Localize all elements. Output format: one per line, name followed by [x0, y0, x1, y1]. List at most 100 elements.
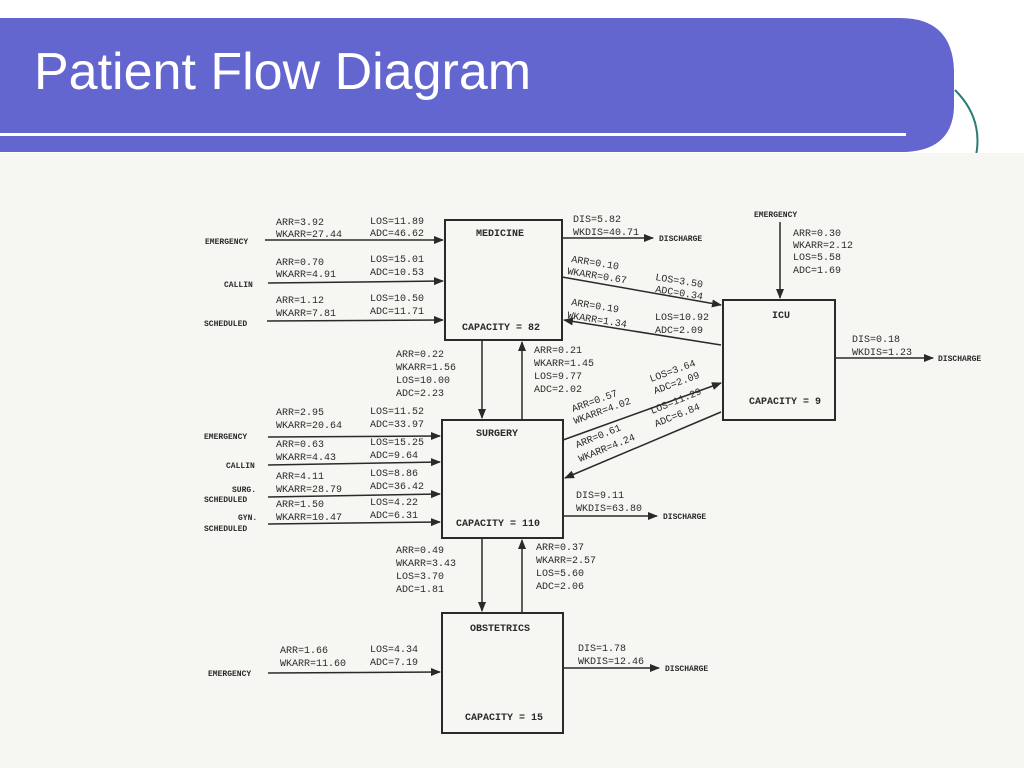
source-surg-scheduled-1: SURG. [232, 486, 256, 495]
flow-label: LOS=10.50 [370, 294, 424, 305]
arrow-med-to-icu-1 [561, 276, 722, 308]
source-icu-emergency: EMERGENCY [754, 211, 797, 220]
arrow-icu-to-surgery [564, 411, 722, 479]
flow-label: WKARR=7.81 [276, 309, 336, 320]
flow-label: ADC=9.64 [370, 451, 418, 462]
flow-label: ARR=0.30 [793, 229, 841, 240]
flow-label: ARR=2.95 [276, 408, 324, 419]
flow-label: ADC=6.31 [370, 511, 418, 522]
arrow-gyn-scheduled [267, 518, 441, 527]
flow-label: LOS=10.00 [396, 376, 450, 387]
patient-flow-diagram: MEDICINE CAPACITY = 82 ICU CAPACITY = 9 … [0, 153, 1024, 768]
dest-surg-discharge: DISCHARGE [663, 513, 706, 522]
flow-label: DIS=1.78 [578, 644, 626, 655]
flow-label: ARR=0.63 [276, 440, 324, 451]
arrow-surg-emergency [267, 432, 441, 441]
unit-medicine: MEDICINE CAPACITY = 82 [444, 219, 563, 341]
flow-label: ARR=1.12 [276, 296, 324, 307]
flow-label: LOS=10.92 [655, 313, 709, 324]
flow-label: LOS=5.60 [536, 569, 584, 580]
flow-label: LOS=15.25 [370, 438, 424, 449]
flow-label: WKDIS=63.80 [576, 504, 642, 515]
flow-label: WKARR=10.47 [276, 513, 342, 524]
dest-icu-discharge: DISCHARGE [938, 355, 981, 364]
flow-label: ADC=2.23 [396, 389, 444, 400]
flow-label: LOS=8.86 [370, 469, 418, 480]
flow-label: LOS=15.01 [370, 255, 424, 266]
flow-label: ADC=10.53 [370, 268, 424, 279]
flow-label: ARR=4.11 [276, 472, 324, 483]
flow-label: WKARR=2.57 [536, 556, 596, 567]
scan-paper [0, 153, 1024, 768]
flow-label: ADC=2.09 [655, 326, 703, 337]
flow-label: WKARR=4.91 [276, 270, 336, 281]
unit-icu-capacity: CAPACITY = 9 [749, 397, 821, 408]
flow-label: LOS=4.22 [370, 498, 418, 509]
flow-label: ADC=1.81 [396, 585, 444, 596]
source-med-scheduled: SCHEDULED [204, 320, 247, 329]
flow-label: ADC=7.19 [370, 658, 418, 669]
flow-label: WKARR=20.64 [276, 421, 342, 432]
flow-label: ADC=2.06 [536, 582, 584, 593]
flow-label: ARR=3.92 [276, 218, 324, 229]
flow-label: ARR=1.66 [280, 646, 328, 657]
flow-label: WKDIS=1.23 [852, 348, 912, 359]
arrow-surg-callin [267, 458, 441, 467]
flow-label: WKARR=27.44 [276, 230, 342, 241]
unit-surgery: SURGERY CAPACITY = 110 [441, 419, 564, 539]
flow-label: LOS=11.52 [370, 407, 424, 418]
flow-label: ARR=1.50 [276, 500, 324, 511]
arrow-surg-scheduled [267, 490, 441, 499]
flow-label: ARR=0.21 [534, 346, 582, 357]
unit-surgery-name: SURGERY [476, 429, 518, 440]
flow-label: ARR=0.22 [396, 350, 444, 361]
flow-label: ADC=33.97 [370, 420, 424, 431]
unit-obstetrics: OBSTETRICS CAPACITY = 15 [441, 612, 564, 734]
flow-label: WKARR=1.45 [534, 359, 594, 370]
flow-label: ADC=11.71 [370, 307, 424, 318]
flow-label: LOS=11.89 [370, 217, 424, 228]
flow-label: ARR=0.37 [536, 543, 584, 554]
unit-medicine-capacity: CAPACITY = 82 [462, 323, 540, 334]
flow-label: LOS=5.58 [793, 253, 841, 264]
flow-label: ARR=0.49 [396, 546, 444, 557]
unit-obstetrics-name: OBSTETRICS [470, 624, 530, 635]
dest-obs-discharge: DISCHARGE [665, 665, 708, 674]
title-underline [0, 133, 906, 136]
flow-label: WKARR=2.12 [793, 241, 853, 252]
arrow-med-callin [267, 277, 444, 286]
unit-icu: ICU CAPACITY = 9 [722, 299, 836, 421]
flow-label: WKARR=28.79 [276, 485, 342, 496]
source-obs-emergency: EMERGENCY [208, 670, 251, 679]
arrow-icu-to-med [563, 317, 722, 346]
arrow-obs-emergency [267, 668, 441, 677]
unit-obstetrics-capacity: CAPACITY = 15 [465, 713, 543, 724]
flow-label: ADC=1.69 [793, 266, 841, 277]
flow-label: WKDIS=40.71 [573, 228, 639, 239]
dest-med-discharge: DISCHARGE [659, 235, 702, 244]
arrow-surgery-to-icu [562, 382, 722, 441]
source-gyn-scheduled-2: SCHEDULED [204, 525, 247, 534]
source-gyn-scheduled-1: GYN. [238, 514, 257, 523]
flow-label: WKDIS=12.46 [578, 657, 644, 668]
flow-label: DIS=9.11 [576, 491, 624, 502]
flow-label: ADC=36.42 [370, 482, 424, 493]
header-band [0, 18, 954, 152]
flow-label: ARR=0.70 [276, 258, 324, 269]
unit-icu-name: ICU [772, 311, 790, 322]
source-med-callin: CALLIN [224, 281, 253, 290]
arrow-med-scheduled [266, 316, 444, 325]
unit-medicine-name: MEDICINE [476, 229, 524, 240]
flow-label: ADC=46.62 [370, 229, 424, 240]
slide-title: Patient Flow Diagram [34, 43, 532, 101]
slide-header [0, 18, 979, 160]
flow-label: WKARR=4.43 [276, 453, 336, 464]
unit-surgery-capacity: CAPACITY = 110 [456, 519, 540, 530]
accent-swoosh [954, 89, 979, 160]
flow-label: LOS=3.70 [396, 572, 444, 583]
flow-label: WKARR=3.43 [396, 559, 456, 570]
source-med-emergency: EMERGENCY [205, 238, 248, 247]
flow-label: DIS=0.18 [852, 335, 900, 346]
source-surg-callin: CALLIN [226, 462, 255, 471]
source-surg-scheduled-2: SCHEDULED [204, 496, 247, 505]
